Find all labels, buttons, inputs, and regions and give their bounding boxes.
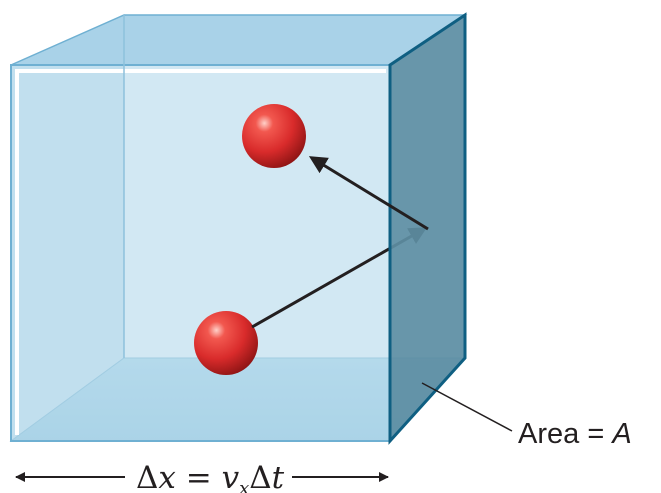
box-front-face <box>10 64 391 442</box>
box-top-face <box>10 14 468 66</box>
container-box <box>9 14 468 442</box>
box-highlight-edge <box>15 69 386 435</box>
v-symbol: v <box>222 460 240 493</box>
area-label: Area = A <box>518 418 632 450</box>
x-symbol: x <box>158 460 176 493</box>
v-subscript: x <box>239 478 249 493</box>
delta-symbol-1: Δ <box>136 460 158 493</box>
area-label-prefix: Area = <box>518 418 612 450</box>
t-symbol: t <box>272 460 285 493</box>
area-label-symbol: A <box>610 418 631 450</box>
molecule-before-collision <box>194 311 258 375</box>
equals-symbol: = <box>176 460 222 493</box>
delta-symbol-2: Δ <box>249 460 271 493</box>
area-leader-line <box>421 382 513 432</box>
molecule-after-collision <box>242 104 306 168</box>
displacement-label: Δx = vxΔt <box>136 460 285 493</box>
outgoing-velocity-arrow <box>308 156 429 231</box>
